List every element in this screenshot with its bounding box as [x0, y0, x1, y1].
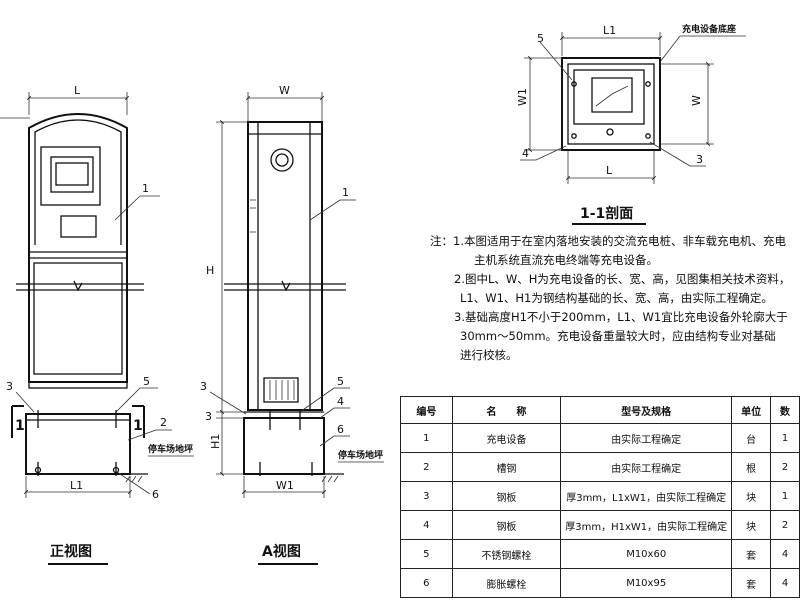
front-section-mark-left: 1	[15, 418, 25, 434]
section-dim-left-label: W1	[516, 88, 529, 106]
front-callout-1: 1	[142, 182, 149, 195]
note-line: 3.基础高度H1不小于200mm，L1、W1宜比充电设备外轮廓大于	[454, 310, 788, 324]
note-line: L1、W1、H1为钢结构基础的长、宽、高，由实际工程确定。	[460, 291, 773, 305]
cell-spec: 厚3mm，L1xW1，由实际工程确定	[560, 481, 733, 511]
cell-spec: 由实际工程确定	[560, 423, 733, 453]
front-view: L 1 1	[0, 84, 194, 565]
front-callout-2: 2	[160, 416, 167, 429]
cell-quantity: 1	[770, 481, 800, 511]
cell-quantity: 4	[770, 539, 800, 569]
cell-number: 3	[400, 481, 453, 511]
side-dim-height-label: H	[206, 264, 214, 277]
front-dim-width-label: L	[74, 84, 81, 97]
cell-name: 钢板	[451, 510, 562, 540]
front-section-mark-right: 1	[133, 418, 143, 434]
cell-unit: 套	[731, 568, 772, 598]
cell-spec: 由实际工程确定	[560, 452, 733, 482]
note-line: 进行校核。	[460, 348, 518, 362]
cell-name: 充电设备	[451, 423, 562, 453]
front-ground-label: 停车场地坪	[148, 443, 193, 455]
table-row: 1 充电设备 由实际工程确定 台 1	[400, 423, 800, 453]
cell-quantity: 2	[770, 452, 800, 482]
parts-table: 编号 名 称 型号及规格 单位 数 1 充电设备 由实际工程确定 台 1 2 槽…	[400, 396, 800, 598]
cell-name: 槽钢	[451, 452, 562, 482]
cell-unit: 块	[731, 481, 772, 511]
cell-unit: 套	[731, 539, 772, 569]
front-callout-3: 3	[6, 380, 13, 393]
section-callout-5: 5	[537, 32, 544, 45]
header-quantity: 数	[770, 396, 800, 424]
side-view: W H 3	[200, 84, 384, 565]
cell-spec: 厚3mm，H1xW1，由实际工程确定	[560, 510, 733, 540]
side-callout-4: 4	[337, 395, 344, 408]
side-ground-label: 停车场地坪	[338, 449, 383, 461]
table-row: 3 钢板 厚3mm，L1xW1，由实际工程确定 块 1	[400, 481, 800, 511]
header-unit: 单位	[731, 396, 772, 424]
cell-spec: M10x60	[560, 539, 733, 569]
cell-quantity: 2	[770, 510, 800, 540]
cell-name: 不锈钢螺栓	[451, 539, 562, 569]
front-callout-6: 6	[152, 488, 159, 501]
table-row: 4 钢板 厚3mm，H1xW1，由实际工程确定 块 2	[400, 510, 800, 540]
notes-block: 注：1.本图适用于在室内落地安装的交流充电桩、非车载充电机、充电 主机系统直流充…	[430, 232, 800, 365]
note-line: 注：1.本图适用于在室内落地安装的交流充电桩、非车载充电机、充电	[430, 234, 786, 248]
note-line: 2.图中L、W、H为充电设备的长、宽、高，见图集相关技术资料，	[454, 272, 791, 286]
table-header-row: 编号 名 称 型号及规格 单位 数	[400, 396, 800, 424]
section-view: L1 W1 W L 5 4 3	[516, 23, 746, 225]
cell-quantity: 1	[770, 423, 800, 453]
cell-number: 4	[400, 510, 453, 540]
cell-number: 6	[400, 568, 453, 598]
table-row: 5 不锈钢螺栓 M10x60 套 4	[400, 539, 800, 569]
front-dim-base-label: L1	[70, 479, 83, 492]
side-callout-1: 1	[342, 186, 349, 199]
cell-name: 膨胀螺栓	[451, 568, 562, 598]
cell-spec: M10x95	[560, 568, 733, 598]
side-dim-width-label: W	[279, 84, 290, 97]
header-number: 编号	[400, 396, 453, 424]
cell-name: 钢板	[451, 481, 562, 511]
header-spec: 型号及规格	[560, 396, 733, 424]
section-caption: 1-1剖面	[580, 205, 633, 222]
side-callout-6: 6	[337, 423, 344, 436]
cell-quantity: 4	[770, 568, 800, 598]
front-callout-5: 5	[143, 375, 150, 388]
table-row: 2 槽钢 由实际工程确定 根 2	[400, 452, 800, 482]
section-callout-4: 4	[522, 147, 529, 160]
table-row: 6 膨胀螺栓 M10x95 套 4	[400, 568, 800, 598]
note-line: 30mm～50mm。充电设备重量较大时，应由结构专业对基础	[460, 329, 776, 343]
cell-unit: 根	[731, 452, 772, 482]
section-dim-right-label: W	[690, 95, 703, 106]
cell-unit: 台	[731, 423, 772, 453]
note-line: 主机系统直流充电终端等充电设备。	[474, 253, 658, 267]
cell-unit: 块	[731, 510, 772, 540]
section-callout-3: 3	[696, 153, 703, 166]
cell-number: 5	[400, 539, 453, 569]
cell-number: 1	[400, 423, 453, 453]
side-dim-plate-label: 3	[205, 410, 212, 423]
cell-number: 2	[400, 452, 453, 482]
section-dim-bottom-label: L	[606, 164, 613, 177]
side-callout-5: 5	[337, 375, 344, 388]
section-dim-top-label: L1	[603, 24, 616, 37]
front-view-caption: 正视图	[50, 543, 92, 560]
side-dim-base-label: W1	[276, 479, 294, 492]
side-dim-base-height-label: H1	[209, 434, 222, 449]
header-name: 名 称	[451, 396, 562, 424]
side-view-caption: A视图	[262, 543, 301, 560]
section-equipment-label: 充电设备底座	[682, 23, 736, 35]
side-callout-3: 3	[200, 380, 207, 393]
